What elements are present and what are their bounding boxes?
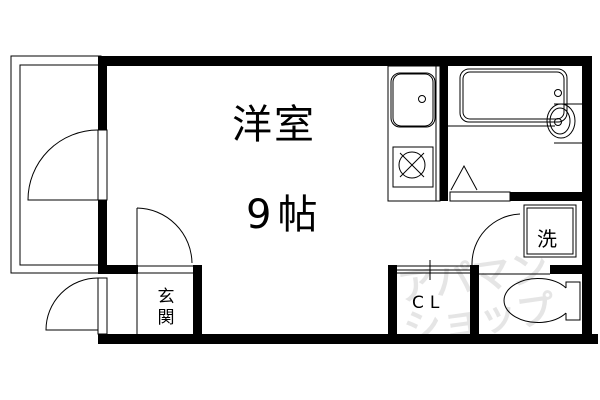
wash-basin: [546, 103, 576, 139]
washer-label: 洗: [537, 227, 557, 251]
kitchen: [387, 65, 441, 202]
windows: [97, 129, 108, 335]
doors: [27, 129, 550, 334]
room-size-label: 9帖: [246, 192, 324, 238]
bathroom: [448, 68, 591, 202]
walls: [98, 56, 598, 344]
gas-stove: [392, 146, 434, 188]
closet-label: CL: [412, 293, 446, 313]
bathtub: [459, 68, 568, 123]
toilet: [503, 278, 581, 323]
entrance-label: 玄関: [157, 287, 175, 328]
kitchen-sink: [392, 73, 434, 127]
balcony: [10, 55, 102, 274]
washing-machine-space: [523, 204, 577, 258]
room-name-label: 洋室: [232, 102, 316, 148]
